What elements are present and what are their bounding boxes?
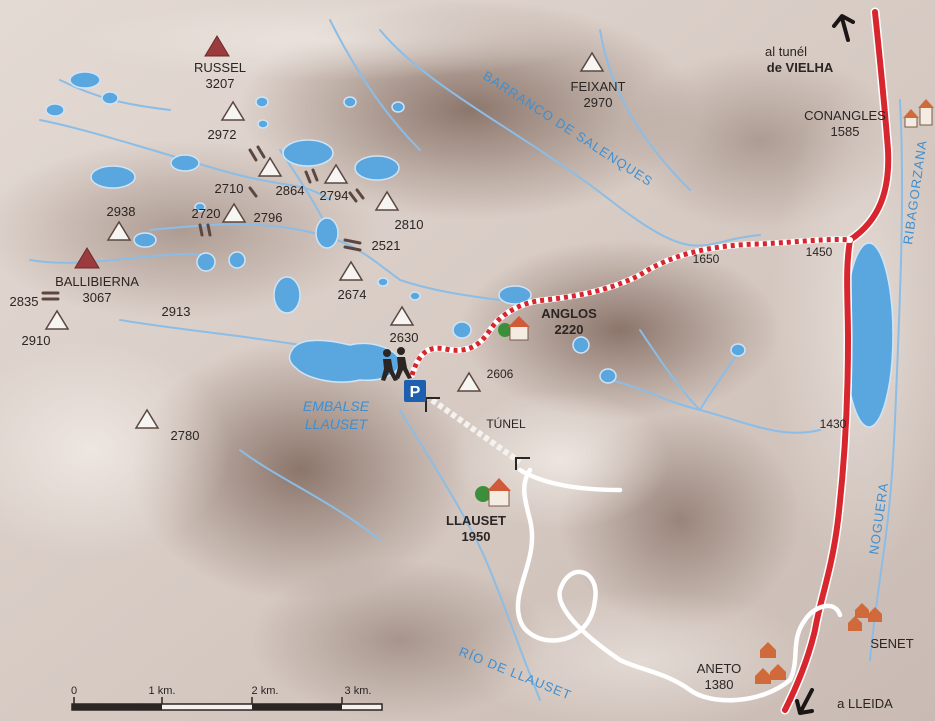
peak-icon — [374, 190, 400, 211]
peak-icon — [323, 163, 349, 184]
direction-arrows — [795, 14, 855, 715]
peak-altitude: 2938 — [107, 204, 136, 219]
peak-icon — [456, 371, 482, 392]
direction-labels: al tunél de VIELHA a LLEIDA — [765, 44, 893, 711]
elevation: 2835 — [10, 294, 39, 309]
peak-altitude: 2606 — [487, 367, 514, 381]
peak-name: BALLIBIERNA — [55, 274, 139, 289]
hut-icon — [498, 316, 530, 341]
peak-altitude: 2794 — [320, 188, 349, 203]
peak-markers — [44, 51, 605, 429]
village-altitude: 1585 — [831, 124, 860, 139]
secondary-road — [515, 467, 843, 703]
peak-altitude: 2810 — [395, 217, 424, 232]
peak-altitude: 2674 — [338, 287, 367, 302]
embalse-llauset — [288, 339, 401, 383]
tunnel-line — [430, 397, 522, 465]
parking-label: P — [410, 384, 421, 401]
hut-icon — [475, 478, 511, 507]
reservoir-label: EMBALSE — [303, 398, 370, 414]
peak-altitude: 2970 — [584, 95, 613, 110]
refuge-labels: ANGLOS 2220 LLAUSET 1950 — [446, 306, 597, 544]
peak-altitude: 2780 — [171, 428, 200, 443]
south-destination: a LLEIDA — [837, 696, 893, 711]
summit-icon — [74, 247, 100, 269]
parking-sign: P — [404, 380, 426, 402]
peak-altitude: 2972 — [208, 127, 237, 142]
summit-icon — [204, 35, 230, 57]
north-destination: al tunél — [765, 44, 807, 59]
peak-icon — [221, 202, 247, 223]
peak-icon — [134, 408, 160, 429]
peak-name: FEIXANT — [571, 79, 626, 94]
peak-icon — [220, 100, 246, 121]
senet-houses-icon — [848, 603, 882, 631]
village-labels: CONANGLES 1585 ANETO 1380 SENET — [697, 108, 914, 692]
scale-label: 3 km. — [345, 685, 372, 697]
peak-icon — [338, 260, 364, 281]
elevation: 2720 — [192, 206, 221, 221]
refuge-name: ANGLOS — [541, 306, 597, 321]
peak-icon — [389, 305, 415, 326]
peak-altitude: 2910 — [22, 333, 51, 348]
elevation: 1650 — [693, 252, 720, 266]
refuge-altitude: 1950 — [462, 529, 491, 544]
hiking-route — [409, 236, 853, 378]
elevation: 2521 — [372, 238, 401, 253]
tunnel-label: TÚNEL — [486, 416, 526, 431]
village-name: SENET — [870, 636, 913, 651]
peak-altitude: 2796 — [254, 210, 283, 225]
aneto-houses-icon — [755, 642, 786, 684]
peak-icon — [106, 220, 132, 241]
main-road-red — [782, 9, 892, 713]
village-name: ANETO — [697, 661, 742, 676]
peak-altitude: 2630 — [390, 330, 419, 345]
refuge-name: LLAUSET — [446, 513, 506, 528]
lakes — [45, 71, 894, 428]
refuge-icons — [475, 316, 530, 507]
north-destination: de VIELHA — [767, 60, 834, 75]
peak-icon — [44, 309, 70, 330]
elevation: 1450 — [806, 245, 833, 259]
peak-labels: RUSSEL 3207 BALLIBIERNA 3067 2972 2864 2… — [10, 60, 847, 443]
arrow-south-icon — [795, 688, 814, 715]
conangles-house-icon — [903, 99, 934, 128]
pass-marks — [41, 145, 365, 301]
hikers-icon — [381, 347, 412, 381]
village-name: CONANGLES — [804, 108, 886, 123]
peak-altitude: 3067 — [83, 290, 112, 305]
scale-label: 1 km. — [149, 685, 176, 697]
peak-altitude: 2864 — [276, 183, 305, 198]
peak-icon — [579, 51, 605, 72]
village-altitude: 1380 — [705, 677, 734, 692]
peak-icon — [257, 156, 283, 177]
peak-altitude: 3207 — [206, 76, 235, 91]
reservoir-label: LLAUSET — [305, 416, 369, 432]
scale-label: 2 km. — [252, 685, 279, 697]
peak-name: RUSSEL — [194, 60, 246, 75]
refuge-altitude: 2220 — [555, 322, 584, 337]
major-peak-markers — [74, 35, 230, 269]
village-icons — [755, 99, 934, 684]
scale-label: 0 — [71, 685, 77, 697]
elevation: 2913 — [162, 304, 191, 319]
arrow-north-icon — [832, 14, 855, 42]
elevation: 1430 — [820, 417, 847, 431]
elevation: 2710 — [215, 181, 244, 196]
scale-bar: 0 1 km. 2 km. 3 km. — [71, 685, 383, 711]
